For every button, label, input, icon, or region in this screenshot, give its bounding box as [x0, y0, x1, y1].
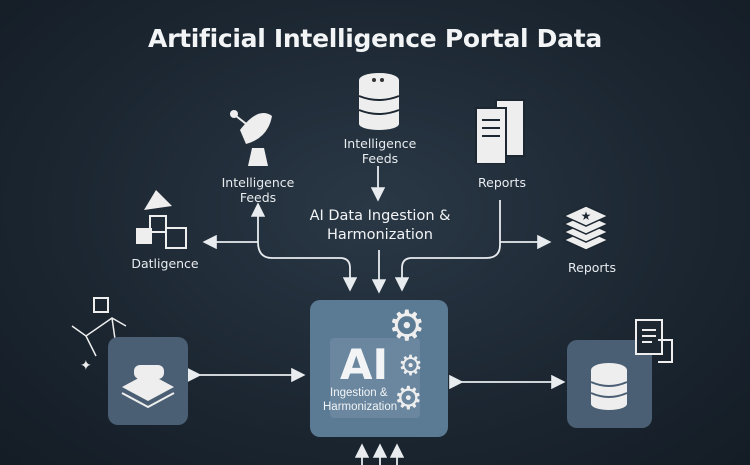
gear-icon: ⚙	[388, 302, 426, 349]
inner-panel	[330, 338, 420, 418]
datligence-label: Datligence	[131, 256, 199, 271]
document-stack-icon: ★	[562, 205, 610, 251]
center-line-1: Ingestion &	[330, 387, 388, 399]
feeds-top-label: Intelligence Feeds	[330, 136, 430, 166]
coin-stack-icon	[590, 363, 628, 410]
process-line-1: AI Data Ingestion &	[309, 208, 451, 224]
center-line-2: Harmonization	[323, 401, 398, 413]
source-data-box[interactable]	[108, 337, 188, 425]
database-icon	[358, 73, 400, 130]
center-ai-box[interactable]: AI Ingestion & Harmonization ⚙ ⚙ ⚙	[310, 300, 448, 437]
label-line: Feeds	[361, 151, 399, 166]
process-label: AI Data Ingestion & Harmonization	[270, 207, 490, 245]
reports-top-label: Reports	[478, 175, 526, 190]
layers-icon	[121, 365, 175, 409]
arrow-feeds-to-center	[257, 241, 358, 292]
reports-right-label: Reports	[568, 260, 616, 275]
label-line: Intelligence	[221, 175, 295, 190]
label-line: Feeds	[239, 190, 277, 205]
satellite-dish-icon	[230, 110, 272, 166]
svg-text:★: ★	[581, 209, 592, 223]
page-title: Artificial Intelligence Portal Data	[148, 24, 602, 53]
arrow-reports-to-center	[394, 200, 501, 292]
gear-icon: ⚙	[394, 380, 423, 416]
clipboard-icon	[635, 319, 673, 363]
feeds-left-label: Intelligence Feeds	[208, 175, 308, 205]
process-line-2: Harmonization	[327, 227, 433, 243]
server-rack-icon	[475, 99, 525, 164]
label-line: Intelligence	[343, 136, 417, 151]
cubes-icon	[136, 190, 187, 249]
ai-big-label: AI	[340, 340, 389, 389]
svg-text:✦: ✦	[80, 357, 92, 373]
gear-icon: ⚙	[398, 350, 424, 381]
